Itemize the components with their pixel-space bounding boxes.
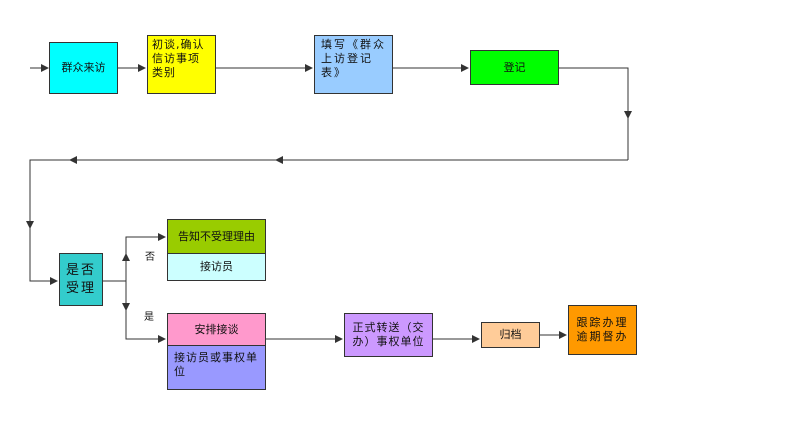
node-follow-up: 跟踪办理逾期督办 (568, 305, 637, 355)
connector-to-decision (29, 228, 58, 285)
node-fill-form: 填写《群众上访登记表》 (314, 35, 393, 94)
connector-branch-no (125, 233, 166, 254)
node-receptionist-or-unit: 接访员或事权单位 (167, 345, 266, 390)
node-register: 登记 (470, 50, 559, 85)
node-visit: 群众来访 (49, 42, 118, 94)
edge-label-no: 否 (145, 252, 155, 263)
connector-branch-yes (125, 310, 166, 343)
connector-left-down (26, 159, 70, 229)
node-transfer: 正式转送（交办）事权单位 (344, 313, 433, 357)
connector-register-right (558, 67, 632, 119)
node-notify-reason: 告知不受理理由 (167, 219, 266, 254)
node-accept-decision: 是否受理 (59, 253, 103, 306)
edge-label-yes: 是 (144, 312, 154, 323)
node-arrange-talk: 安排接谈 (167, 313, 266, 346)
node-receptionist-a: 接访员 (167, 253, 266, 281)
node-archive: 归档 (481, 322, 540, 348)
node-initial-talk: 初谈,确认信访事项类别 (147, 35, 216, 94)
